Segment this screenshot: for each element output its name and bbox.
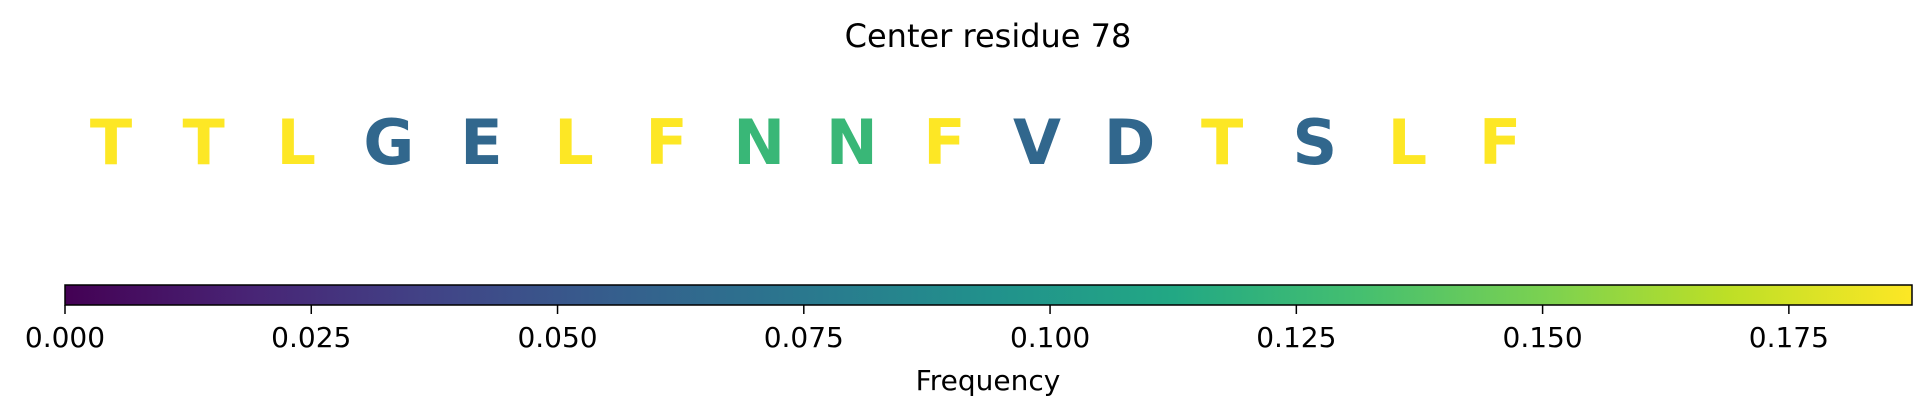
residue-letter: S — [1292, 106, 1337, 179]
colorbar-tick-label: 0.025 — [271, 321, 351, 354]
colorbar-gradient — [64, 284, 1913, 306]
residue-letter: L — [276, 106, 316, 179]
colorbar-tick-label: 0.050 — [517, 321, 597, 354]
colorbar-tick-label: 0.175 — [1749, 321, 1829, 354]
residue-letter: F — [1479, 106, 1521, 179]
residue-letter: E — [460, 106, 502, 179]
residue-letter: L — [554, 106, 594, 179]
residue-letter: F — [645, 106, 687, 179]
colorbar-label: Frequency — [916, 364, 1061, 397]
colorbar-tick-label: 0.125 — [1256, 321, 1336, 354]
residue-letter: D — [1104, 106, 1155, 179]
residue-letter: F — [923, 106, 965, 179]
residue-letter: N — [826, 106, 878, 179]
residue-letter: T — [1201, 106, 1243, 179]
residue-letter: N — [733, 106, 785, 179]
colorbar-tick-label: 0.100 — [1010, 321, 1090, 354]
colorbar-axis: 0.000 0.025 0.050 0.075 0.100 0.125 0.150 0.175 — [25, 305, 1829, 354]
residue-letter: T — [182, 106, 224, 179]
residue-letter: G — [363, 106, 414, 179]
colorbar-tick-label: 0.075 — [764, 321, 844, 354]
colorbar-tick-label: 0.000 — [25, 321, 105, 354]
residue-letter: T — [90, 106, 132, 179]
residue-letter: V — [1013, 106, 1061, 179]
residue-letter: L — [1388, 106, 1428, 179]
chart-title: Center residue 78 — [845, 17, 1132, 55]
colorbar-tick-label: 0.150 — [1503, 321, 1583, 354]
